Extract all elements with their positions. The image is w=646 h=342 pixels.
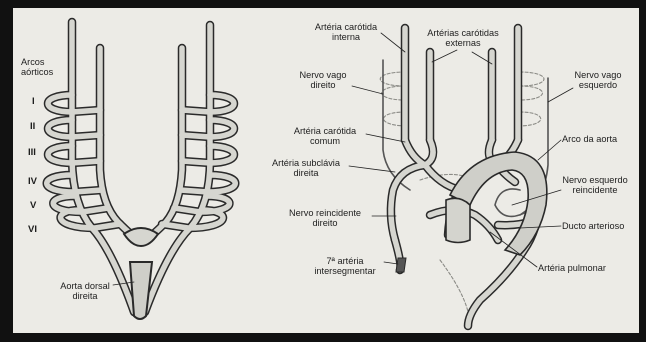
internal-carotid-label: Artéria carótida interna <box>304 22 388 42</box>
external-carotids-label: Artérias carótidas externas <box>416 28 510 48</box>
arch-numeral-V: V <box>30 201 36 211</box>
left-recurrent-nerve-label: Nervo esquerdo reincidente <box>558 175 632 195</box>
intersegmental-stump <box>396 258 406 272</box>
left-vagus-label: Nervo vago esquerdo <box>566 70 630 90</box>
subclavian-label: Artéria subclávia direita <box>262 158 350 178</box>
arch-title-label: Arcos aórticos <box>21 57 53 77</box>
right-vagus-label: Nervo vago direito <box>292 70 354 90</box>
arch-numeral-II: II <box>30 122 35 132</box>
ductus-arteriosus-label: Ducto arterioso <box>562 221 624 231</box>
dorsal-aorta-label: Aorta dorsal direita <box>52 281 118 301</box>
arch-numeral-IV: IV <box>28 177 37 187</box>
arch-numeral-I: I <box>32 97 35 107</box>
intersegmental-label: 7ª artéria intersegmentar <box>306 256 384 276</box>
ascending-aorta-body <box>446 198 470 242</box>
aortic-arch-label: Arco da aorta <box>562 134 617 144</box>
arch-numeral-VI: VI <box>28 225 37 235</box>
common-carotid-label: Artéria carótida comum <box>283 126 367 146</box>
pulmonary-artery-label: Artéria pulmonar <box>538 263 606 273</box>
arch-numeral-III: III <box>28 148 36 158</box>
right-recurrent-nerve-label: Nervo reincidente direito <box>277 208 373 228</box>
